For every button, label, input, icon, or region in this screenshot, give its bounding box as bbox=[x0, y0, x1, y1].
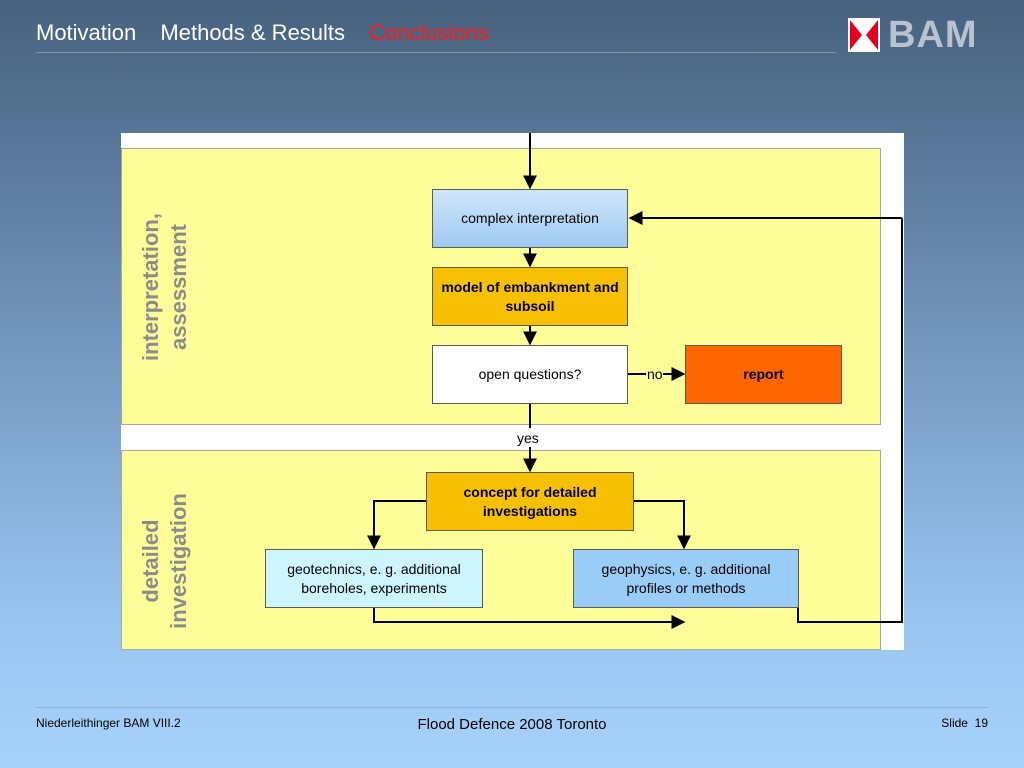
footer-divider bbox=[36, 707, 988, 708]
node-report: report bbox=[685, 345, 842, 404]
bam-logo: BAM bbox=[848, 14, 988, 56]
node-concept-detailed-investigations: concept for detailed investigations bbox=[426, 472, 634, 531]
line-feedback-loop bbox=[797, 218, 903, 623]
nav-item-conclusions[interactable]: Conclusions bbox=[369, 20, 490, 45]
edge-label-yes: yes bbox=[517, 430, 539, 446]
footer-event: Flood Defence 2008 Toronto bbox=[417, 716, 607, 733]
section-nav: Motivation Methods & Results Conclusions bbox=[36, 20, 507, 46]
node-model-embankment: model of embankment and subsoil bbox=[432, 267, 628, 326]
node-complex-interpretation: complex interpretation bbox=[432, 189, 628, 248]
node-open-questions: open questions? bbox=[432, 345, 628, 404]
arrow-concept-to-geotechnics bbox=[367, 500, 428, 550]
node-geophysics: geophysics, e. g. additional profiles or… bbox=[573, 549, 799, 608]
header-divider bbox=[36, 52, 836, 53]
footer-slide-number: 19 bbox=[974, 716, 988, 730]
arrow-concept-to-geophysics bbox=[633, 500, 691, 550]
bam-logo-text: BAM bbox=[888, 14, 978, 56]
bam-logo-mark-icon bbox=[848, 18, 880, 52]
nav-item-methods-results[interactable]: Methods & Results bbox=[160, 20, 346, 45]
node-geotechnics: geotechnics, e. g. additional boreholes,… bbox=[265, 549, 483, 608]
edge-label-no: no bbox=[647, 366, 663, 382]
nav-item-motivation[interactable]: Motivation bbox=[36, 20, 137, 45]
flow-arrows bbox=[367, 133, 903, 629]
footer-author: Niederleithinger BAM VIII.2 bbox=[36, 716, 181, 730]
arrow-geotechnics-merge bbox=[373, 608, 686, 629]
footer-slide: Slide 19 bbox=[941, 716, 988, 730]
footer-slide-label: Slide bbox=[941, 716, 968, 730]
